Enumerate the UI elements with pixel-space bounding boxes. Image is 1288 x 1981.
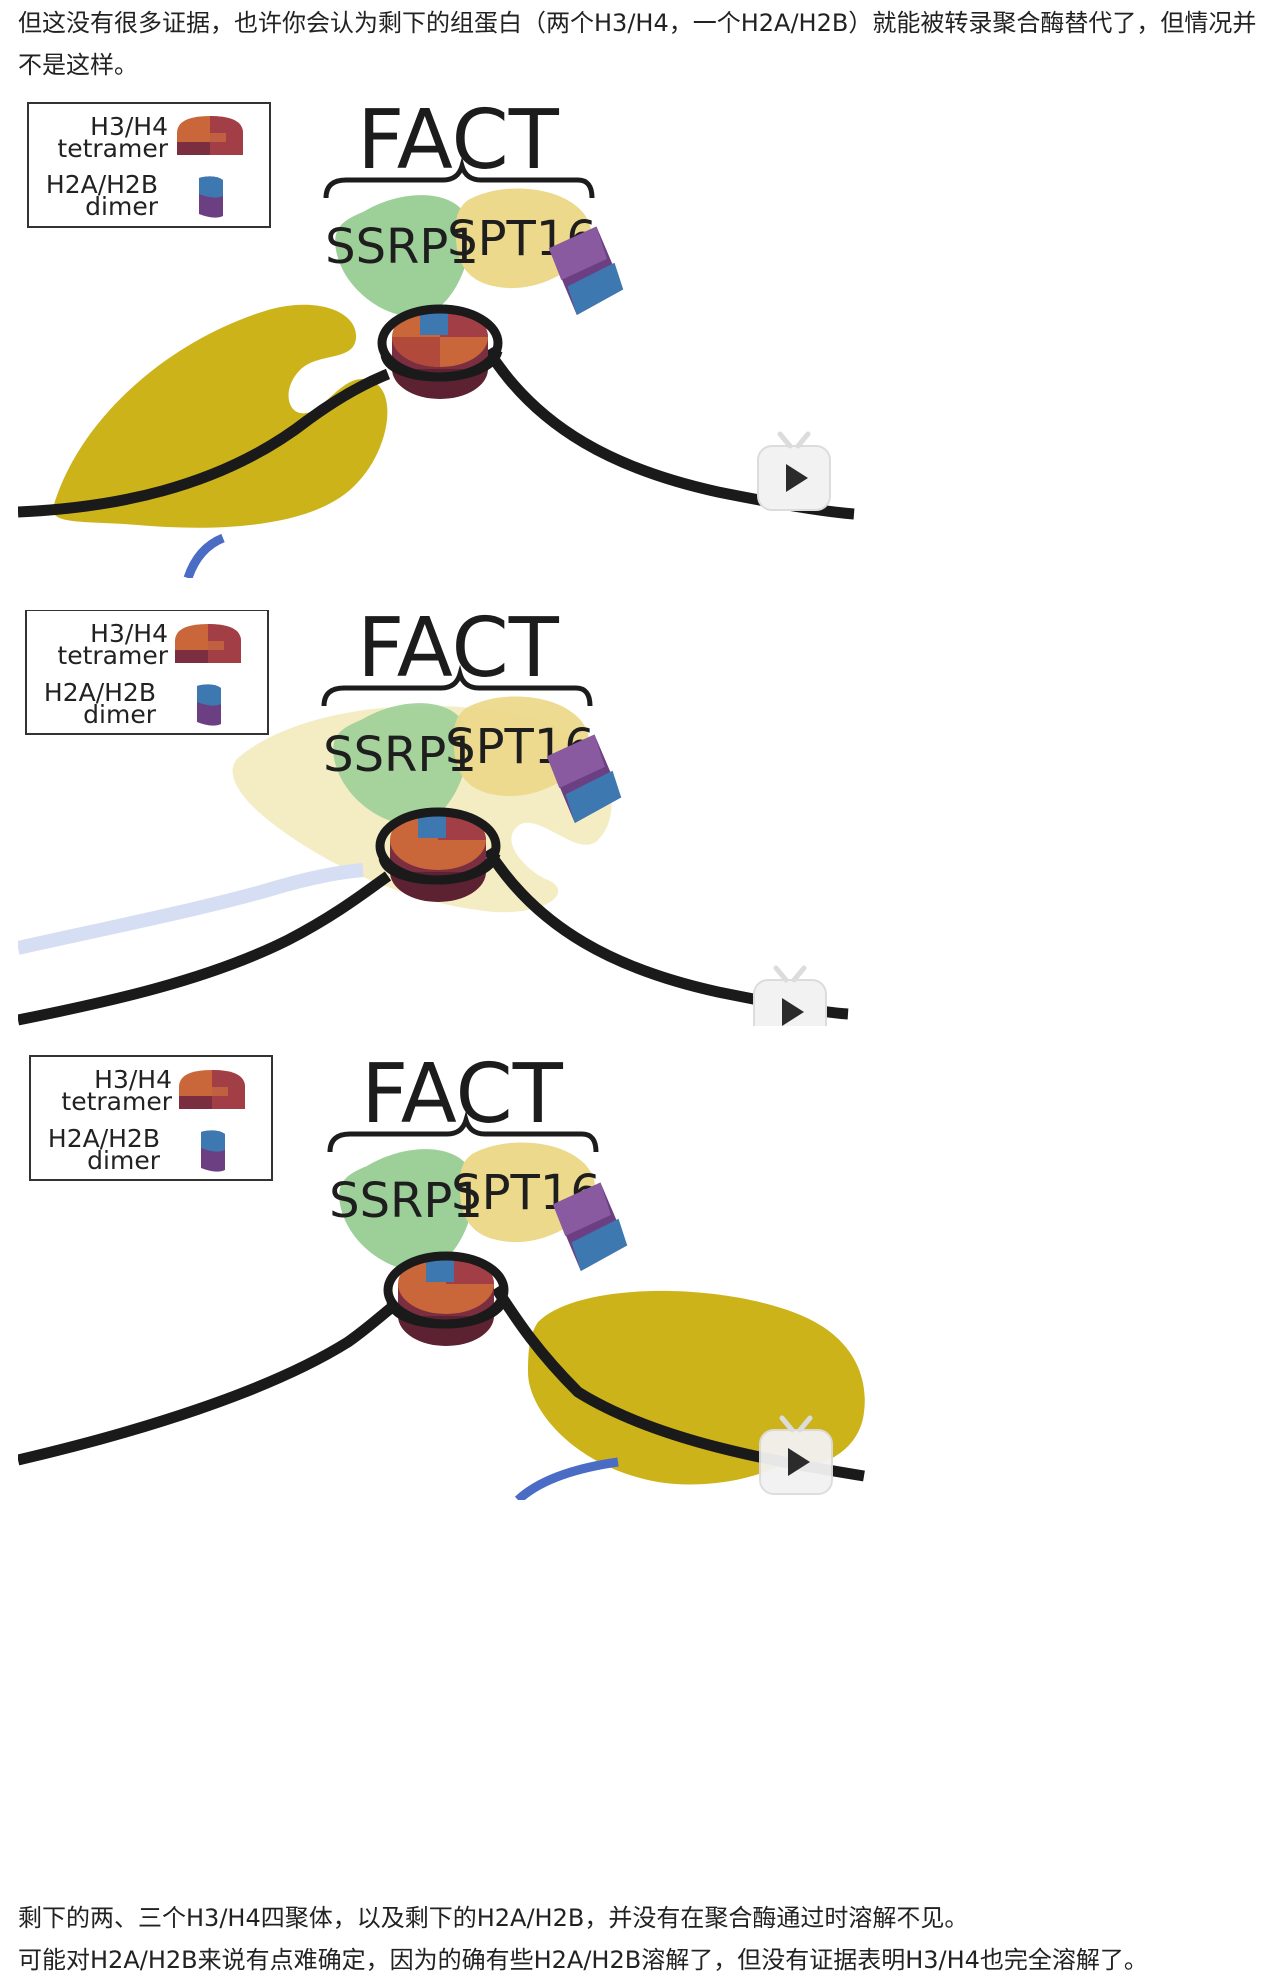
ssrp1-label: SSRP1	[325, 219, 479, 275]
nucleosome	[383, 1251, 509, 1346]
legend-dimer-label-2: dimer	[87, 1146, 161, 1175]
rna-strand	[183, 533, 225, 578]
legend-tetramer-label-1: H3/H4	[94, 1065, 172, 1094]
closing-paragraph: 剩下的两、三个H3/H4四聚体，以及剩下的H2A/H2B，并没有在聚合酶通过时溶…	[18, 1897, 1268, 1981]
figure-fact-after: H3/H4 tetramer H2A/H2B dimer FACT SSRP1 …	[18, 1052, 1110, 1500]
tetramer-icon	[175, 624, 241, 663]
figure-fact-passing: H3/H4 tetramer H2A/H2B dimer FACT SSRP1 …	[18, 610, 1110, 1026]
dna-left	[18, 1299, 400, 1466]
dna-left	[18, 368, 391, 518]
h2a-h2b-dimer	[548, 226, 624, 315]
video-play-icon[interactable]	[753, 965, 827, 1026]
legend-tetramer-label-1: H3/H4	[90, 619, 168, 648]
legend-tetramer-label-2: tetramer	[61, 1087, 172, 1116]
legend: H3/H4 tetramer H2A/H2B dimer	[25, 610, 269, 735]
fact-title: FACT	[357, 610, 560, 696]
legend-tetramer-label-2: tetramer	[57, 134, 168, 163]
legend: H3/H4 tetramer H2A/H2B dimer	[29, 1055, 273, 1181]
fact-brace	[327, 1110, 599, 1153]
ssrp1-label: SSRP1	[323, 727, 477, 783]
rna-strand	[514, 1457, 619, 1500]
dimer-icon	[197, 684, 221, 726]
legend: H3/H4 tetramer H2A/H2B dimer	[27, 102, 271, 228]
legend-tetramer-label-1: H3/H4	[90, 112, 168, 141]
legend-dimer-label-2: dimer	[83, 700, 157, 729]
dimer-icon	[199, 176, 223, 218]
intro-paragraph: 但这没有很多证据，也许你会认为剩下的组蛋白（两个H3/H4，一个H2A/H2B）…	[18, 9, 1257, 79]
legend-dimer-label-2: dimer	[85, 192, 159, 221]
legend-dimer-label-1: H2A/H2B	[48, 1124, 160, 1153]
legend-dimer-label-1: H2A/H2B	[44, 678, 156, 707]
tetramer-icon	[179, 1070, 245, 1109]
legend-dimer-label-1: H2A/H2B	[46, 170, 158, 199]
video-play-icon[interactable]	[759, 1415, 833, 1495]
rna-polymerase	[52, 304, 388, 528]
dimer-icon	[201, 1130, 225, 1172]
video-play-icon[interactable]	[757, 431, 831, 511]
ssrp1-subunit	[335, 195, 471, 317]
nucleosome	[375, 807, 501, 902]
nucleosome	[377, 304, 503, 399]
closing-line-2: 可能对H2A/H2B来说有点难确定，因为的确有些H2A/H2B溶解了，但没有证据…	[18, 1946, 1148, 1974]
ssrp1-subunit	[333, 703, 469, 825]
tetramer-icon	[177, 116, 243, 155]
figure-fact-before: H3/H4 tetramer H2A/H2B dimer FACT SSRP1 …	[18, 100, 1110, 578]
ssrp1-subunit	[339, 1149, 475, 1271]
legend-tetramer-label-2: tetramer	[57, 641, 168, 670]
fact-brace	[323, 156, 595, 199]
rna-strand-faded	[18, 863, 364, 955]
closing-line-1: 剩下的两、三个H3/H4四聚体，以及剩下的H2A/H2B，并没有在聚合酶通过时溶…	[18, 1904, 969, 1932]
h2a-h2b-dimer	[552, 1182, 628, 1271]
dna-left	[18, 871, 392, 1026]
fact-brace	[321, 664, 593, 707]
ssrp1-label: SSRP1	[329, 1173, 483, 1229]
h2a-h2b-dimer	[546, 734, 622, 823]
